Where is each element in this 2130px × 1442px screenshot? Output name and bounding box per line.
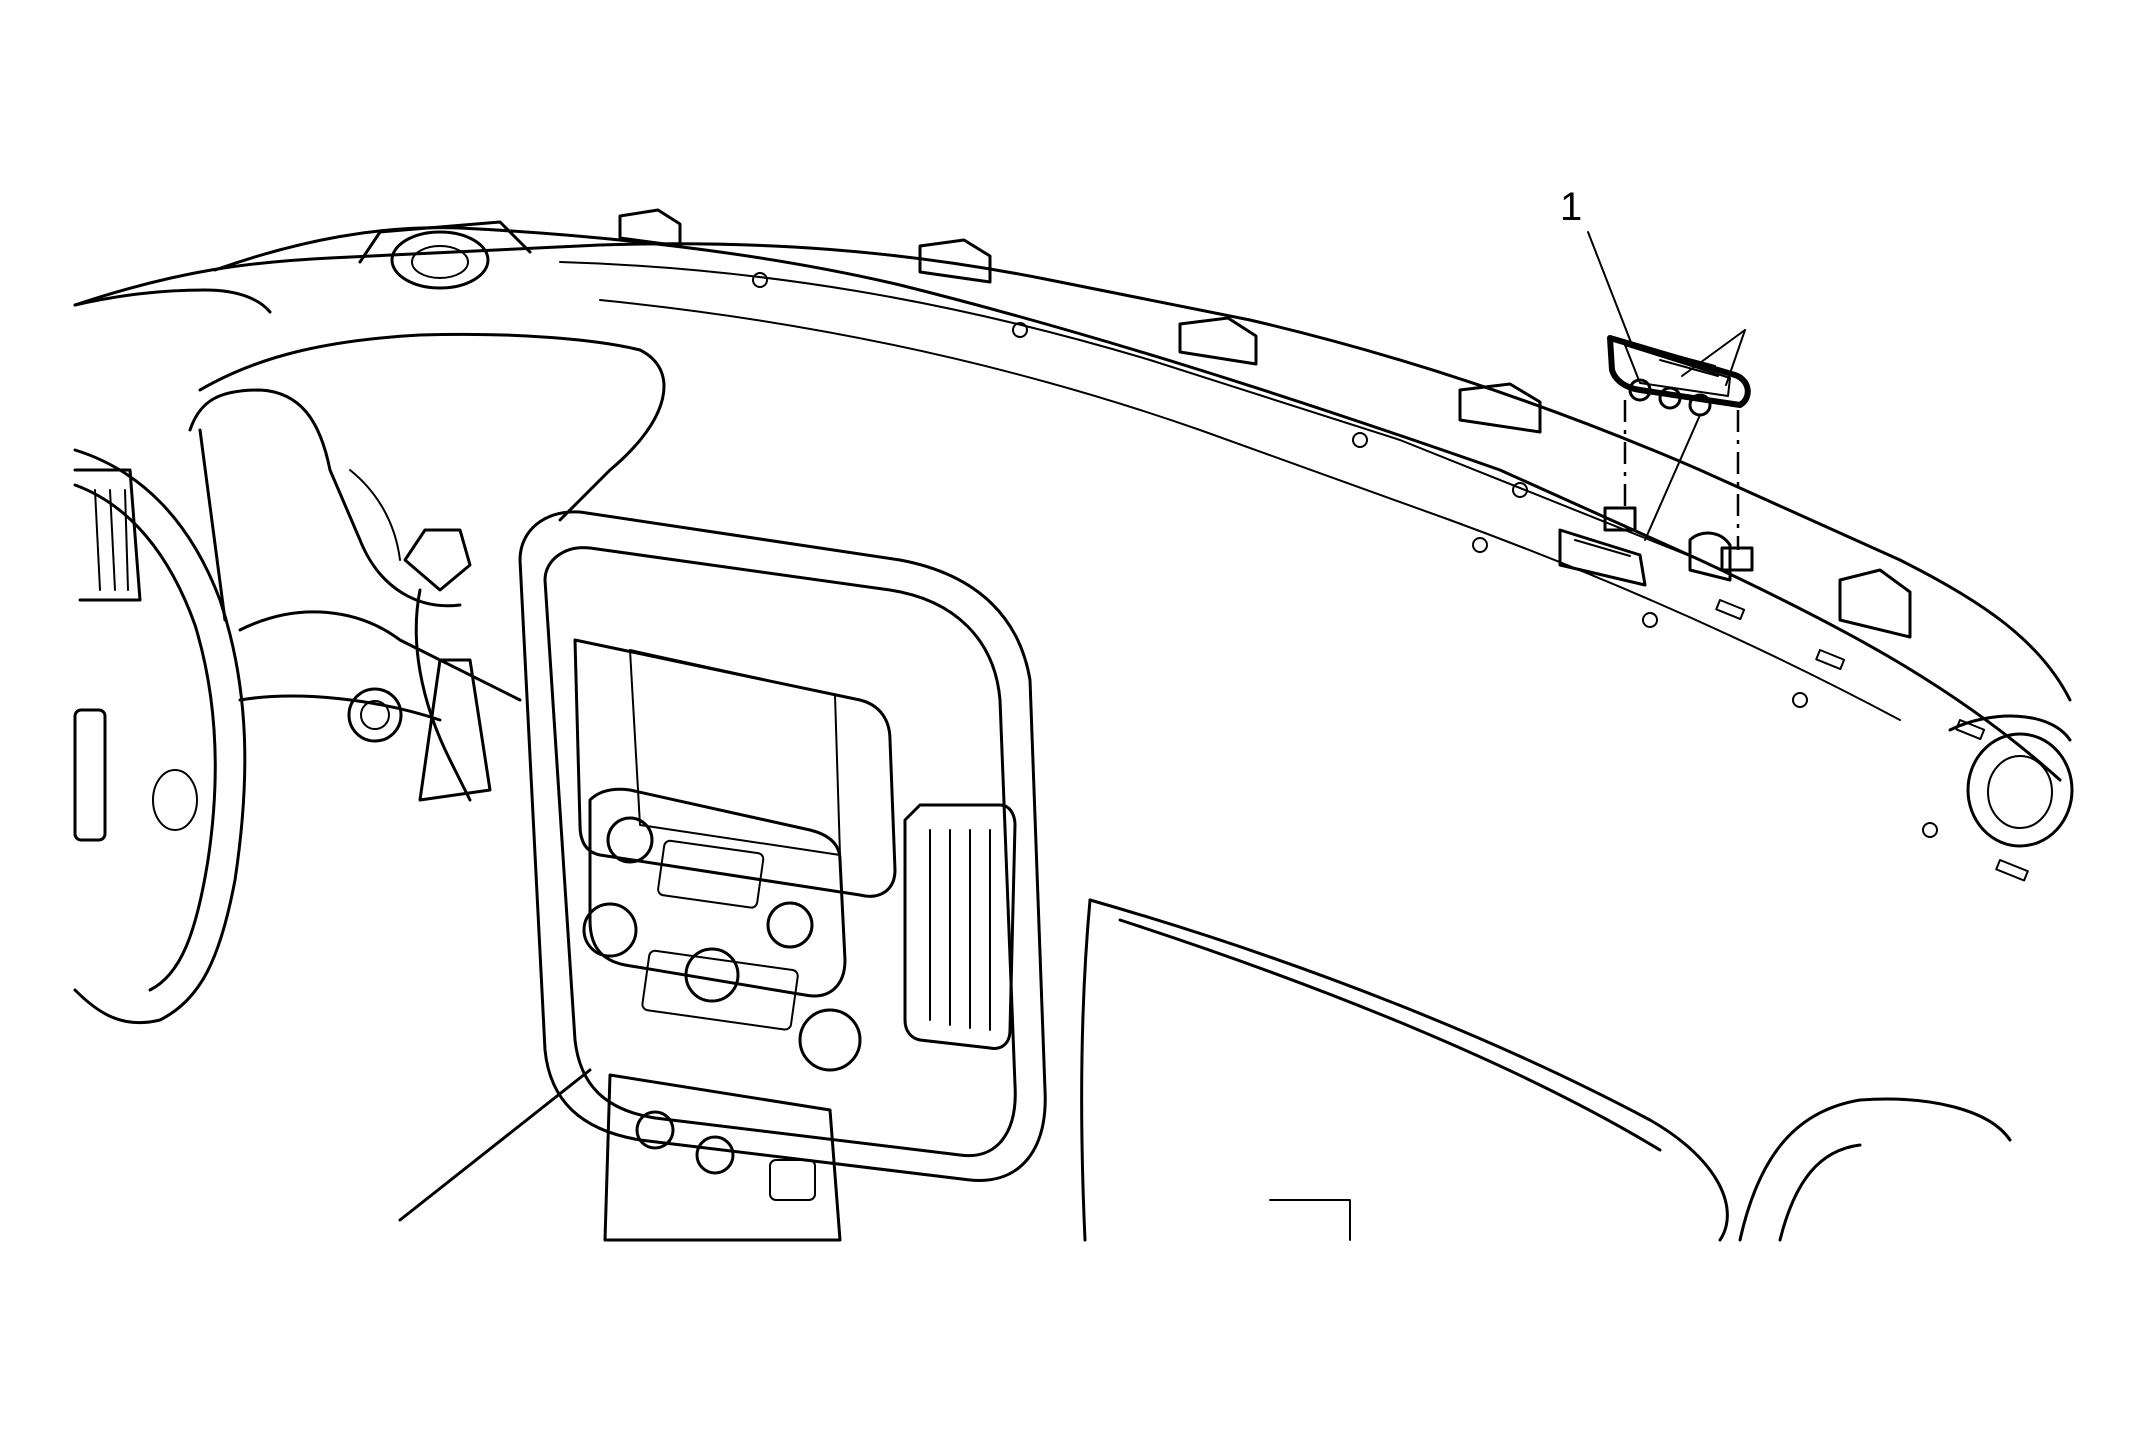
- hvac-control-panel: [582, 787, 862, 1072]
- dash-pad: [73, 288, 1729, 1242]
- callout-1-label: 1: [1560, 185, 1582, 229]
- callout-arrow-b: [1725, 329, 1746, 386]
- left-air-vent: [73, 468, 142, 602]
- right-speaker: [1948, 714, 2074, 848]
- instrument-cluster-hood: [188, 388, 462, 622]
- callout-arrow-a: [1681, 329, 1746, 377]
- steering-wheel: [73, 448, 247, 1025]
- steering-column: [238, 528, 522, 802]
- lower-switch-bank: [398, 1068, 842, 1242]
- left-speaker: [358, 220, 532, 290]
- dash-top-carrier: [73, 208, 2072, 882]
- radio-display: [573, 638, 897, 898]
- center-air-vent: [903, 803, 1017, 1050]
- callout-1-leader: [1587, 231, 1633, 346]
- installation-guide-lines: [1623, 400, 1740, 550]
- callout-1: 1: [1560, 185, 1746, 386]
- passenger-lower-trim: [1269, 1097, 2012, 1242]
- component-1: [1607, 335, 1751, 417]
